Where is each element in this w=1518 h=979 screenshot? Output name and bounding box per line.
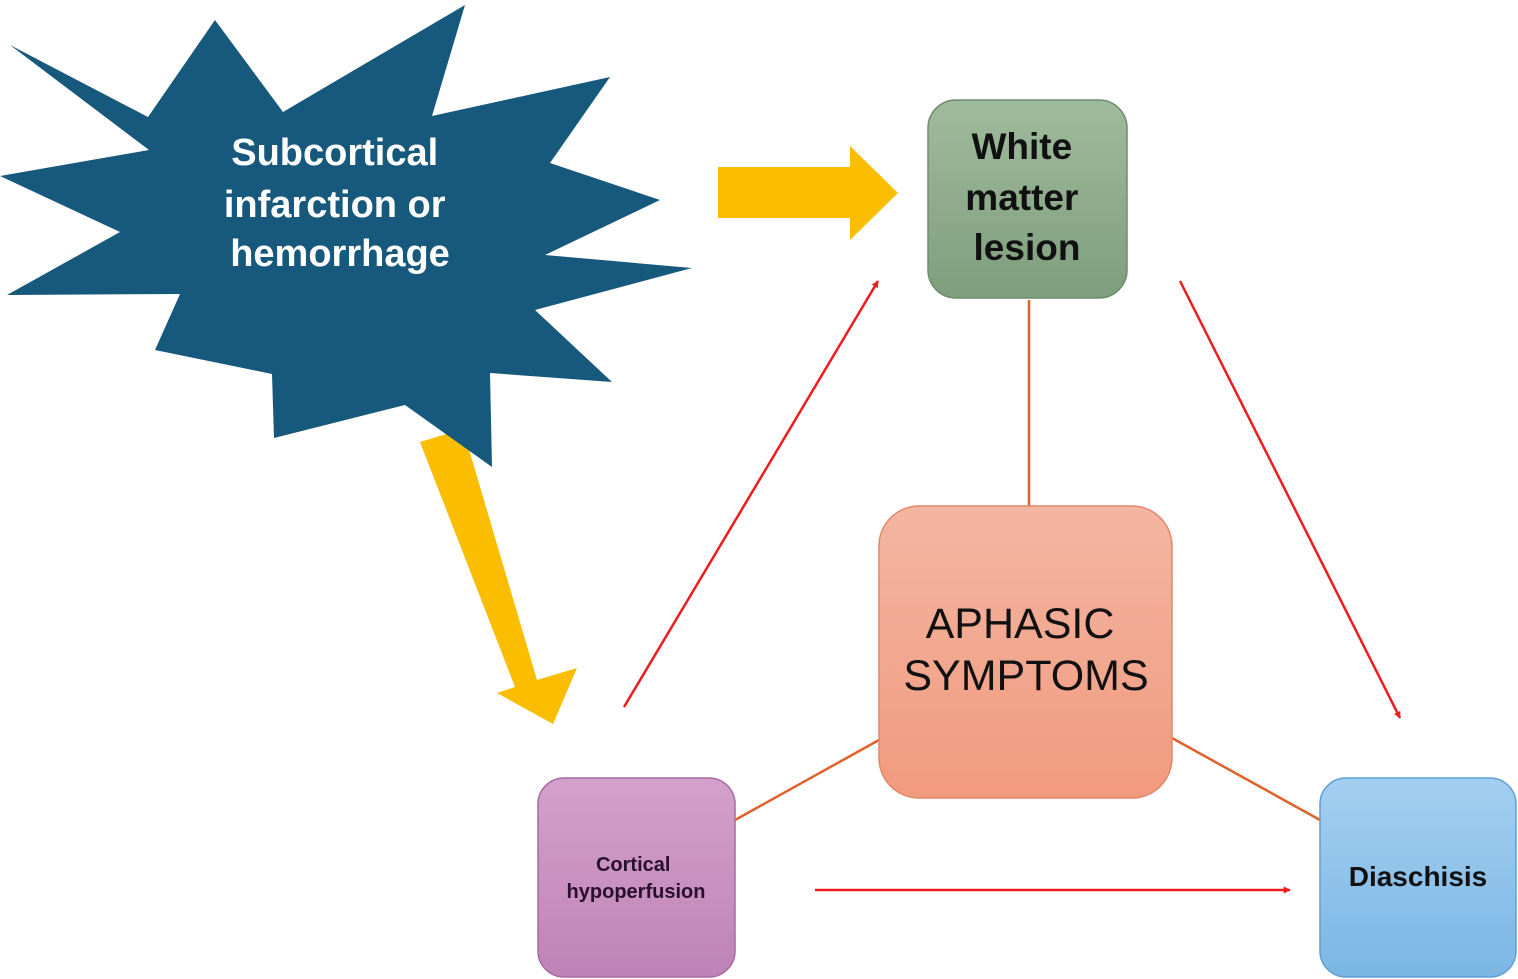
aphasic-symptoms-label: APHASIC SYMPTOMS [903, 600, 1148, 700]
connector-cortical-aphasic [734, 738, 880, 822]
red-arrow-whitematter-to-diaschisis [1178, 280, 1402, 719]
yellow-arrow-down [420, 429, 577, 724]
diaschisis-box [1319, 777, 1517, 978]
aphasic-symptoms-box [878, 505, 1173, 799]
connector-aphasic-diaschisis [1171, 736, 1321, 822]
white-matter-box [927, 99, 1128, 299]
red-arrow-cortical-to-whitematter [622, 280, 880, 708]
cortical-hypoperfusion-box [537, 777, 736, 978]
starburst-shape [0, 5, 692, 467]
diaschisis-label: Diaschisis [1349, 861, 1488, 892]
starburst-label: Subcortical infarction or hemorrhage [224, 132, 456, 275]
yellow-arrow-right [718, 146, 898, 240]
white-matter-label: White matter lesion [965, 126, 1088, 268]
cortical-hypoperfusion-label: Cortical hypoperfusion [567, 854, 706, 903]
